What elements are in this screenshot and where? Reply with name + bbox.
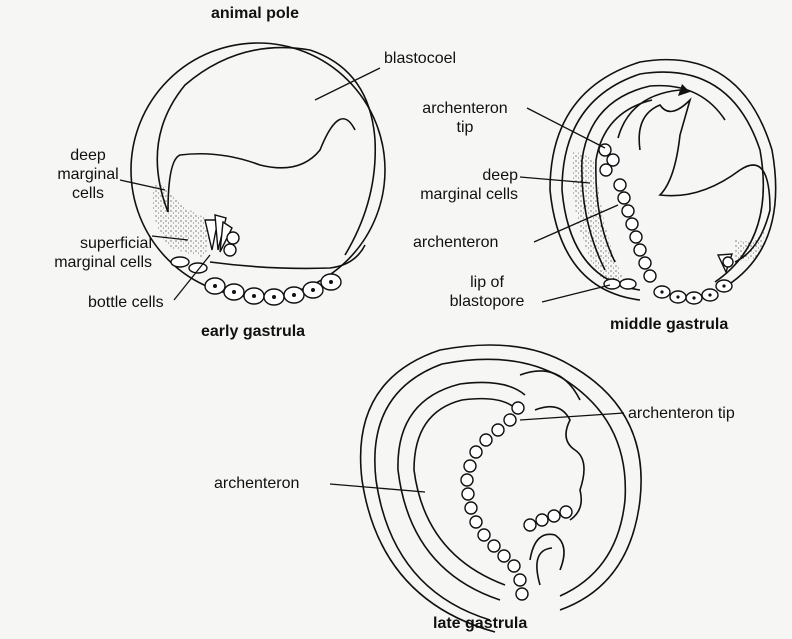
deep-marginal-cells-stipple-middle — [572, 150, 625, 282]
late-roof-flap — [520, 371, 580, 400]
blastocoel-floor — [168, 119, 355, 212]
archenteron-tip-label-late: archenteron tip — [628, 404, 735, 423]
bottle-cells-label: bottle cells — [88, 293, 164, 312]
late-lip-curl-2 — [537, 548, 552, 585]
archenteron-label-late: archenteron — [214, 474, 299, 493]
lip-leader — [542, 285, 610, 302]
deep-marginal-cells-label-middle: deep marginal cells — [400, 166, 518, 204]
archenteron-tip-leader-middle — [527, 108, 605, 148]
superficial-marginal-cells-label: superficial marginal cells — [30, 234, 152, 272]
late-blastopore-cells — [524, 506, 572, 585]
middle-gastrula-title: middle gastrula — [610, 315, 728, 334]
archenteron-tip-label-middle: archenteron tip — [405, 99, 525, 137]
vegetal-cell-row-middle — [654, 280, 732, 304]
late-lip-curl — [530, 534, 564, 570]
middle-blastocoel-outline — [639, 100, 770, 262]
archenteron-label-middle: archenteron — [413, 233, 498, 252]
lip-of-blastopore-label: lip of blastopore — [432, 273, 542, 311]
animal-pole-label: animal pole — [185, 4, 325, 23]
deep-marginal-cells-stipple-early — [152, 185, 212, 258]
migration-arrow — [618, 90, 680, 138]
late-gastrula-title: late gastrula — [433, 614, 527, 633]
late-blastocoel-remnant — [535, 407, 584, 520]
late-gastrula-figure — [330, 345, 641, 632]
archenteron-cells-middle — [614, 179, 656, 282]
archenteron-tip-leader-late — [520, 413, 624, 420]
bottle-cells-early — [205, 215, 239, 256]
early-gastrula-figure — [120, 43, 385, 305]
vegetal-cell-row-early — [205, 274, 341, 305]
middle-gastrula-figure — [520, 60, 776, 304]
late-second-wall — [375, 359, 626, 620]
blastocoel-label: blastocoel — [384, 49, 456, 68]
deep-marginal-cells-label-early: deep marginal cells — [48, 146, 128, 203]
early-outer-wall — [131, 43, 385, 297]
early-gastrula-title: early gastrula — [201, 322, 305, 341]
late-archenteron-cells — [461, 402, 528, 600]
archenteron-tip-cells-middle — [599, 144, 619, 176]
